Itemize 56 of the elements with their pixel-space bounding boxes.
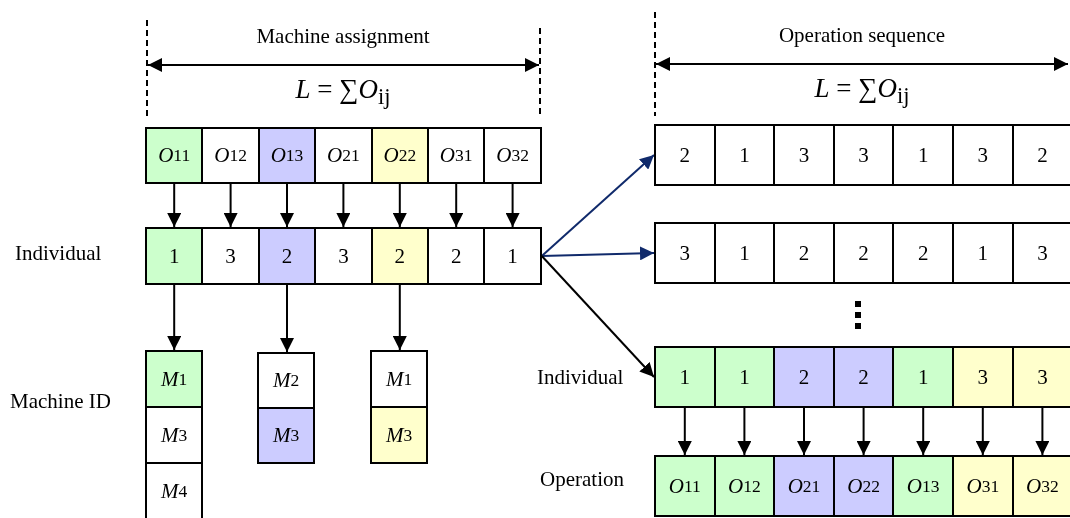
array-cell: 3 <box>201 227 260 285</box>
arrow <box>540 154 655 257</box>
array-cell: 1 <box>892 346 954 408</box>
length-formula: L = ∑O$_{ij}$ <box>295 76 391 109</box>
array-cell: 1 <box>952 222 1014 284</box>
array-cell: 2 <box>370 227 429 285</box>
arrow <box>223 183 238 228</box>
arrow <box>797 407 811 456</box>
array-cell: 2 <box>654 124 716 186</box>
array-cell: 3 <box>952 124 1014 186</box>
arrow <box>540 255 655 378</box>
arrow <box>737 407 752 456</box>
arrow <box>280 183 294 228</box>
array-cell: 3 <box>1011 222 1070 284</box>
array-cell: 2 <box>773 222 835 284</box>
length-formula: L = ∑O$_{ij}$ <box>814 75 910 108</box>
arrow <box>336 183 351 228</box>
array-cell: 1 <box>713 124 776 186</box>
array-cell: 2 <box>427 227 486 285</box>
array-cell: 2 <box>832 346 895 408</box>
array-cell: 2 <box>832 222 895 284</box>
arrow <box>677 407 692 456</box>
arrow <box>540 246 655 261</box>
array-cell: 1 <box>483 227 542 285</box>
row-label: Individual <box>15 243 102 264</box>
array-cell: 1 <box>145 227 204 285</box>
arrow <box>167 284 182 351</box>
arrow <box>449 183 464 228</box>
array-cell: 3 <box>832 124 895 186</box>
array-cell: 2 <box>892 222 954 284</box>
row-label: Machine ID <box>10 391 111 412</box>
array-cell: 1 <box>713 346 776 408</box>
arrow <box>916 407 931 456</box>
arrow <box>167 183 182 228</box>
array-cell: 1 <box>713 222 776 284</box>
array-cell: 2 <box>773 346 835 408</box>
section-title: Operation sequence <box>778 25 946 46</box>
array-cell: 3 <box>773 124 835 186</box>
row-label: Individual <box>537 367 624 388</box>
arrow <box>1035 407 1050 456</box>
section-title: Machine assignment <box>256 26 430 47</box>
array-cell: 3 <box>952 346 1014 408</box>
array-cell: 1 <box>654 346 716 408</box>
arrow <box>392 284 407 351</box>
arrow <box>975 407 990 456</box>
array-cell: 1 <box>892 124 954 186</box>
row-label: Operation <box>540 469 624 490</box>
array-cell: 3 <box>314 227 373 285</box>
array-cell: 3 <box>1011 346 1070 408</box>
arrow <box>280 284 294 353</box>
arrow <box>392 183 407 228</box>
array-cell: 2 <box>1011 124 1070 186</box>
arrow <box>856 407 871 456</box>
array-cell: 2 <box>257 227 317 285</box>
array-cell: 3 <box>654 222 716 284</box>
arrow <box>505 183 520 228</box>
